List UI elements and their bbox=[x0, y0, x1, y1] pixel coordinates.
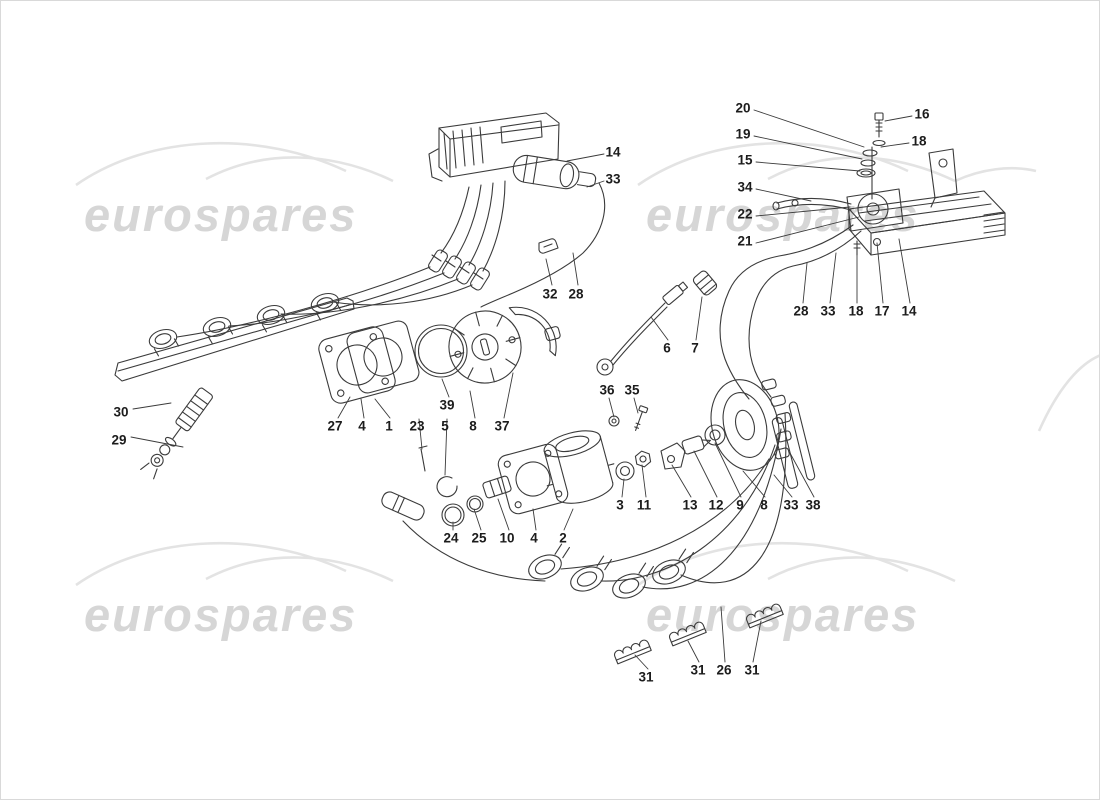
watermark-swoosh bbox=[75, 141, 1099, 587]
part-number-callout: 10 bbox=[499, 530, 515, 546]
part-number-callout: 28 bbox=[793, 303, 809, 319]
part-number-callout: 20 bbox=[735, 100, 751, 116]
pickup-sensor bbox=[596, 302, 668, 376]
sensor-assembly bbox=[140, 387, 213, 480]
part-number-callout: 19 bbox=[735, 126, 751, 142]
part-number-callout: 35 bbox=[624, 382, 640, 398]
part-number-callout: 2 bbox=[559, 530, 567, 546]
part-number-callout: 15 bbox=[737, 152, 753, 168]
ignition-coil bbox=[512, 154, 597, 190]
part-number-callout: 4 bbox=[358, 418, 366, 434]
distributor-1-cover bbox=[508, 306, 561, 357]
part-number-callout: 12 bbox=[708, 497, 724, 513]
part-number-callout: 13 bbox=[682, 497, 698, 513]
bolt-35 bbox=[634, 405, 649, 431]
part-number-callout: 4 bbox=[530, 530, 538, 546]
watermark-text: eurospares bbox=[84, 188, 358, 241]
part-number-callout: 21 bbox=[737, 233, 753, 249]
washer-3 bbox=[615, 461, 635, 481]
cap-gasket-33 bbox=[771, 417, 799, 489]
part-number-callout: 14 bbox=[605, 144, 621, 160]
connector-plug bbox=[692, 270, 718, 296]
distributor-1-plate bbox=[346, 320, 420, 394]
ignition-module bbox=[428, 112, 560, 182]
circlip bbox=[436, 476, 458, 498]
union-10 bbox=[482, 475, 512, 499]
part-number-callout: 18 bbox=[848, 303, 864, 319]
screw-16 bbox=[872, 112, 886, 147]
unit-wires bbox=[719, 224, 862, 400]
distributor-cap bbox=[710, 378, 792, 471]
part-number-callout: 22 bbox=[737, 206, 753, 222]
cable-clip bbox=[538, 238, 559, 254]
part-number-callout: 26 bbox=[716, 662, 732, 678]
regulator-stack bbox=[846, 146, 904, 232]
watermark-text: eurospares bbox=[84, 588, 358, 641]
part-number-callout: 28 bbox=[568, 286, 584, 302]
distributor-2-body bbox=[543, 430, 615, 504]
part-number-callout: 5 bbox=[441, 418, 449, 434]
module-wires bbox=[428, 180, 506, 291]
ht-lead bbox=[480, 182, 606, 308]
cam-cover-rail bbox=[114, 289, 355, 382]
part-number-callout: 34 bbox=[737, 179, 753, 195]
part-number-callout: 33 bbox=[783, 497, 799, 513]
part-number-callout: 8 bbox=[469, 418, 477, 434]
part-number-callout: 37 bbox=[494, 418, 510, 434]
pipe-34 bbox=[772, 198, 852, 211]
leader-lines bbox=[130, 109, 913, 670]
part-number-callout: 33 bbox=[820, 303, 836, 319]
part-number-callout: 16 bbox=[914, 106, 930, 122]
part-number-callout: 31 bbox=[744, 662, 760, 678]
part-number-callout: 23 bbox=[409, 418, 425, 434]
part-number-callout: 18 bbox=[911, 133, 927, 149]
part-number-callout: 31 bbox=[690, 662, 706, 678]
part-number-callout: 31 bbox=[638, 669, 654, 685]
plug-wires-bottom bbox=[402, 412, 787, 590]
part-number-callout: 6 bbox=[663, 340, 671, 356]
part-number-callout: 32 bbox=[542, 286, 558, 302]
part-number-callout: 3 bbox=[616, 497, 624, 513]
sensor-connector bbox=[662, 281, 689, 305]
dowel-pin bbox=[418, 445, 428, 472]
part-number-callout: 33 bbox=[605, 171, 621, 187]
distributor-1-oring bbox=[414, 324, 468, 378]
distributor-1-body bbox=[448, 310, 522, 384]
cap-gasket-38 bbox=[788, 401, 816, 481]
part-number-callout: 7 bbox=[691, 340, 699, 356]
part-number-callout: 17 bbox=[874, 303, 890, 319]
rotor-12 bbox=[681, 435, 711, 455]
part-number-callout: 39 bbox=[439, 397, 455, 413]
part-number-callout: 14 bbox=[901, 303, 917, 319]
part-number-callout: 38 bbox=[805, 497, 821, 513]
distributor-1-gasket bbox=[318, 326, 396, 404]
part-number-callout: 30 bbox=[113, 404, 129, 420]
nut-11 bbox=[634, 450, 652, 468]
part-number-callout: 9 bbox=[736, 497, 744, 513]
mounting-bracket bbox=[928, 148, 958, 208]
bracket-13 bbox=[660, 442, 686, 470]
vacuum-hose bbox=[381, 491, 425, 521]
part-number-callout: 29 bbox=[111, 432, 127, 448]
part-number-callout: 1 bbox=[385, 418, 393, 434]
part-number-callout: 36 bbox=[599, 382, 615, 398]
part-number-callout: 8 bbox=[760, 497, 768, 513]
part-number-callout: 24 bbox=[443, 530, 459, 546]
part-number-callout: 27 bbox=[327, 418, 343, 434]
part-number-callout: 11 bbox=[636, 497, 652, 513]
part-number-callout: 25 bbox=[471, 530, 487, 546]
